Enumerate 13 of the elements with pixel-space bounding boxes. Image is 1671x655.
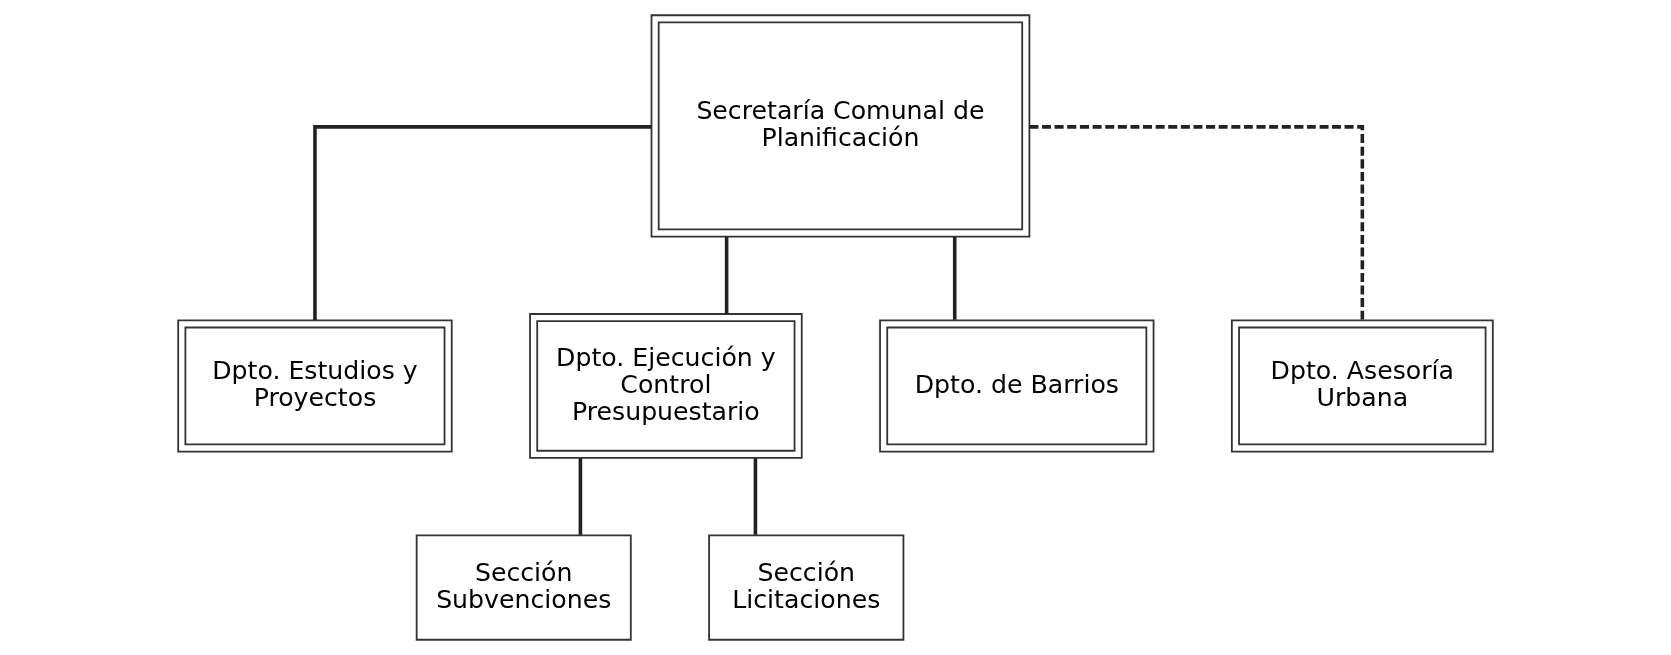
node-box: Sección Subvenciones	[415, 534, 632, 641]
connector	[578, 458, 583, 535]
connector	[952, 237, 957, 320]
node-box: Dpto. de Barrios	[879, 319, 1155, 453]
connector	[313, 125, 652, 320]
connector	[753, 458, 758, 535]
connector	[1029, 125, 1365, 320]
node-box: Dpto. Estudios y Proyectos	[177, 319, 453, 453]
node-box: Secretaría Comunal de Planificación	[650, 14, 1031, 238]
connector	[724, 237, 729, 314]
node-box: Dpto. Asesoría Urbana	[1230, 319, 1494, 453]
node-box: Sección Licitaciones	[708, 534, 905, 641]
node-box: Dpto. Ejecución y Control Presupuestario	[529, 313, 803, 459]
